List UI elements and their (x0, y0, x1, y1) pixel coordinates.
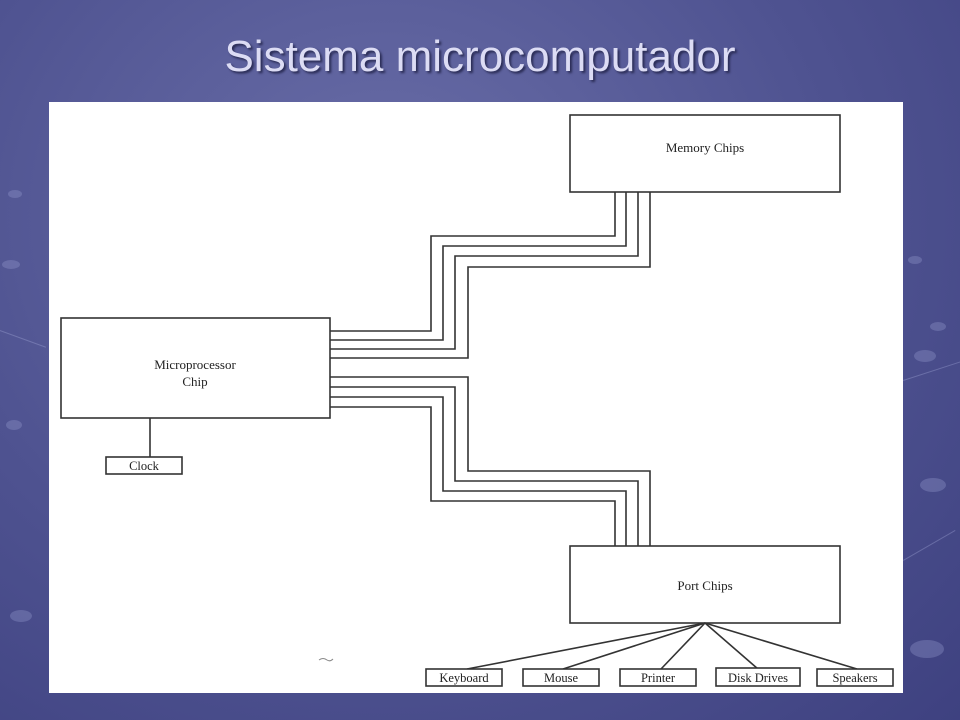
background-bubble (6, 420, 22, 430)
port-bus-line (330, 376, 651, 546)
microprocessor-box (60, 317, 331, 419)
memory-bus-line (330, 192, 616, 332)
background-bubble (2, 260, 20, 269)
port-bus-line (330, 386, 639, 546)
device-connector (562, 622, 706, 670)
diagram-panel: Memory Chips Microprocessor Chip Clock P… (49, 102, 903, 693)
speakers-box (816, 668, 894, 687)
background-bubble (908, 256, 922, 264)
background-streak (0, 330, 47, 348)
device-label-keyboard: Keyboard (439, 671, 489, 685)
memory-chips-box (569, 114, 841, 193)
device-label-mouse: Mouse (544, 671, 578, 685)
scan-mark (318, 658, 334, 662)
disk-drives-box (715, 667, 801, 687)
port-chips-box (569, 545, 841, 624)
clock-label: Clock (129, 459, 160, 473)
microcomputer-diagram: Memory Chips Microprocessor Chip Clock P… (60, 114, 894, 687)
port-bus-line (330, 406, 616, 546)
port-chips-label: Port Chips (677, 578, 732, 593)
memory-chips-label: Memory Chips (666, 140, 744, 155)
port-bus-line (330, 396, 627, 546)
background-streak (903, 361, 960, 381)
device-connector (704, 622, 858, 670)
background-bubble (910, 640, 944, 658)
background-bubble (10, 610, 32, 622)
keyboard-box (425, 668, 503, 687)
microprocessor-label: Microprocessor (154, 357, 236, 372)
memory-bus-line (330, 192, 651, 359)
memory-bus-line (330, 192, 627, 341)
background-streak (903, 530, 956, 561)
device-connector (660, 622, 706, 670)
mouse-box (522, 668, 600, 687)
microprocessor-label-line2: Chip (182, 374, 207, 389)
device-connector (466, 622, 706, 670)
memory-bus-line (330, 192, 639, 350)
background-bubble (8, 190, 22, 198)
background-bubble (914, 350, 936, 362)
clock-box (105, 456, 183, 475)
device-label-speakers: Speakers (832, 671, 877, 685)
background-bubble (920, 478, 946, 492)
device-connector (704, 622, 759, 670)
device-label-printer: Printer (641, 671, 676, 685)
background-bubble (930, 322, 946, 331)
printer-box (619, 668, 697, 687)
slide-title: Sistema microcomputador (224, 32, 736, 81)
device-label-disk-drives: Disk Drives (728, 671, 788, 685)
